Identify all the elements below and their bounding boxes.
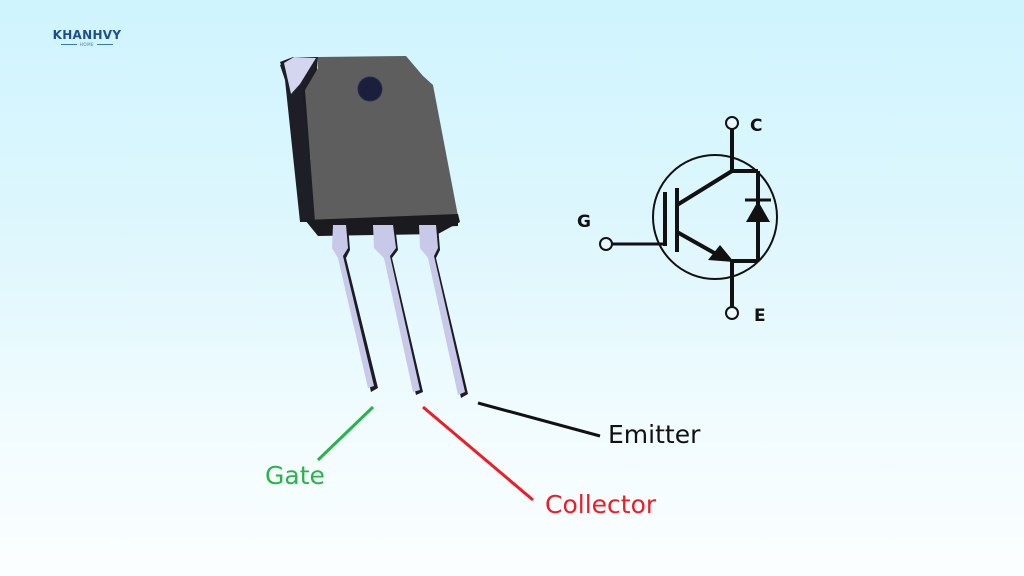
diode-triangle — [746, 201, 770, 222]
pin-label-emitter: Emitter — [608, 420, 701, 449]
leader-line-gate — [316, 405, 375, 462]
emitter-arrow — [708, 245, 734, 262]
pin-gate — [332, 225, 378, 392]
igbt-symbol — [599, 116, 778, 320]
pins — [332, 225, 468, 398]
brand-logo: KHANHVY HOME — [47, 28, 127, 48]
logo-brand-text: KHANHVY — [52, 28, 122, 42]
leader-line-collector — [422, 405, 534, 502]
collector-diagonal — [675, 169, 734, 207]
transistor-package — [280, 56, 460, 236]
symbol-label-gate: G — [577, 212, 591, 232]
pin-label-gate: Gate — [265, 461, 325, 490]
logo-divider-right — [97, 44, 114, 45]
package-front-face — [305, 56, 458, 222]
package-bevel — [284, 57, 316, 94]
package-left-face — [280, 57, 318, 222]
pin-collector — [373, 225, 423, 395]
logo-divider-left — [60, 44, 77, 45]
pin-label-collector: Collector — [545, 490, 657, 519]
symbol-label-collector: C — [750, 116, 763, 136]
logo-subtitle: HOME — [47, 42, 127, 47]
collector-terminal — [725, 116, 739, 130]
symbol-label-emitter: E — [754, 306, 766, 326]
symbol-circle — [652, 154, 778, 280]
gate-terminal — [599, 237, 613, 251]
emitter-terminal — [725, 306, 739, 320]
mounting-hole — [357, 76, 383, 102]
leader-line-emitter — [477, 401, 601, 438]
pin-emitter — [419, 225, 468, 398]
logo-sub-text: HOME — [79, 42, 95, 47]
